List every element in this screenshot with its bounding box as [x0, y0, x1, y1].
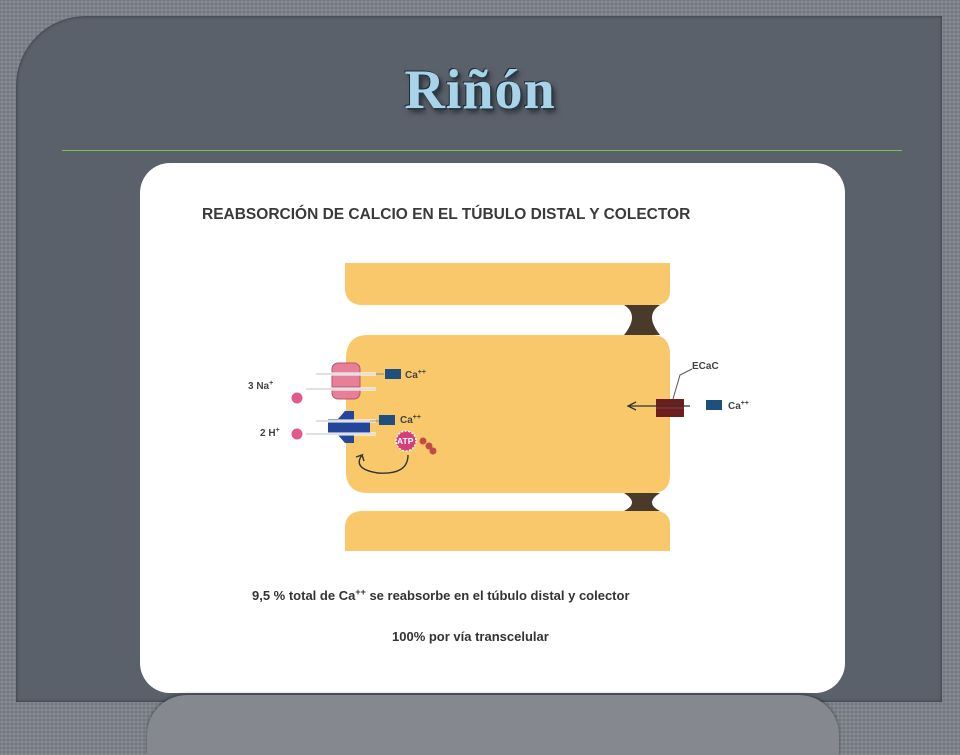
- na-ca-exchanger: [331, 362, 361, 400]
- proton-label: 2 H+: [260, 427, 280, 439]
- ecac-pointer: [672, 368, 693, 400]
- diagram-heading: REABSORCIÓN DE CALCIO EN EL TÚBULO DISTA…: [202, 205, 690, 223]
- caption-transcellular: 100% por vía transcelular: [392, 629, 549, 644]
- tight-junction-top: [624, 305, 660, 335]
- adp-dot: [429, 447, 437, 455]
- calcium-marker-exchanger: [385, 369, 401, 379]
- atp-circle: [395, 430, 417, 452]
- caption-reabsorption-percent: 9,5 % total de Ca++ se reabsorbe en el t…: [252, 587, 630, 603]
- title-divider: [62, 150, 902, 151]
- atp-label: ATP: [397, 436, 414, 446]
- tight-junction-bottom: [624, 493, 660, 511]
- adp-dot: [425, 442, 433, 450]
- sodium-label: 3 Na+: [248, 380, 273, 392]
- calcium-label-exchanger: Ca++: [405, 369, 426, 381]
- recycle-arrow: [355, 453, 409, 474]
- calcium-label-lumen: Ca++: [728, 400, 749, 412]
- lower-cell: [345, 511, 670, 551]
- calcium-label-pump: Ca++: [400, 414, 421, 426]
- calcium-marker-pump: [379, 415, 395, 425]
- ecac-label: ECaC: [692, 361, 719, 372]
- ecac-arrow: [626, 401, 690, 411]
- upper-cell: [345, 263, 670, 305]
- adp-dot: [419, 437, 427, 445]
- sodium-ion-dot: [291, 392, 303, 404]
- main-cell: [346, 335, 670, 493]
- calcium-reabsorption-diagram: REABSORCIÓN DE CALCIO EN EL TÚBULO DISTA…: [202, 205, 749, 644]
- diagram-card: REABSORCIÓN DE CALCIO EN EL TÚBULO DISTA…: [140, 163, 845, 693]
- next-slide-edge: [147, 695, 839, 755]
- slide-title: Riñón: [404, 59, 556, 121]
- proton-ion-dot: [291, 428, 303, 440]
- calcium-marker-lumen: [706, 400, 722, 410]
